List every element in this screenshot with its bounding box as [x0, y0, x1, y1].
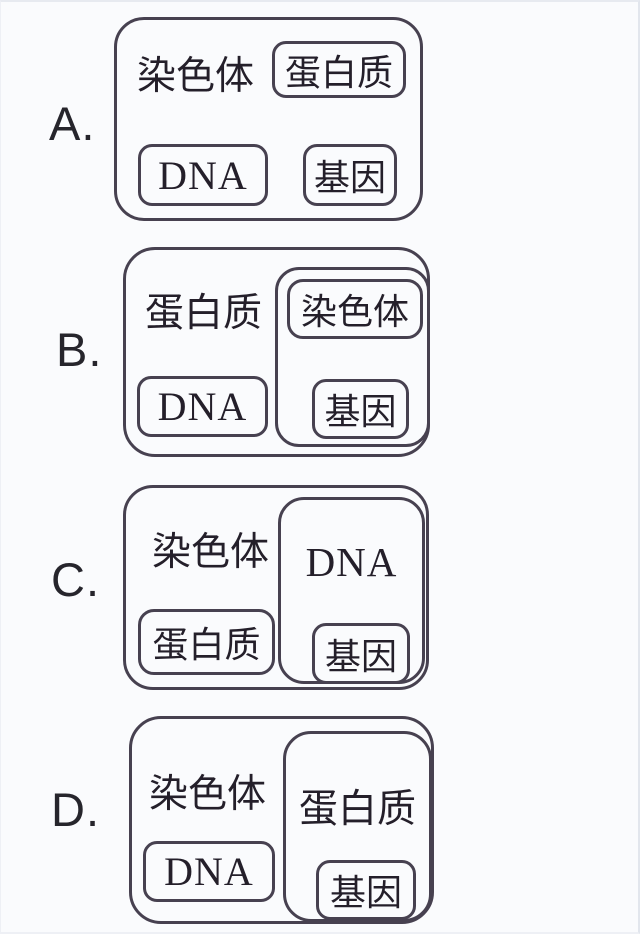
option-a-letter: A.	[49, 97, 96, 150]
option-c-chromosome-label: 染色体	[152, 531, 270, 574]
option-b-chromosome-box: 染色体	[287, 279, 423, 339]
option-b-inner-group: 染色体 基因	[275, 267, 430, 447]
option-b-outer-box: 蛋白质 DNA 染色体 基因	[123, 247, 430, 457]
option-b-protein-label: 蛋白质	[145, 292, 263, 335]
option-c-outer-box: 染色体 蛋白质 DNA 基因	[123, 485, 429, 690]
option-a-outer-box: 染色体 蛋白质 DNA 基因	[114, 17, 423, 221]
option-b-letter: B.	[56, 323, 103, 376]
option-c-gene-box: 基因	[312, 623, 410, 684]
option-d-gene-box: 基因	[316, 860, 416, 920]
option-c-inner-group: DNA 基因	[278, 497, 425, 684]
option-a-dna-box: DNA	[138, 144, 268, 206]
option-b-dna-box: DNA	[137, 376, 268, 437]
option-d-chromosome-label: 染色体	[149, 773, 267, 816]
option-d-protein-label: 蛋白质	[298, 788, 416, 831]
option-a-protein-box: 蛋白质	[272, 41, 406, 98]
option-c-dna-label: DNA	[305, 539, 398, 585]
option-d-dna-box: DNA	[143, 841, 275, 902]
option-d-outer-box: 染色体 DNA 蛋白质 基因	[129, 716, 434, 924]
option-c-protein-box: 蛋白质	[138, 609, 275, 675]
option-c-letter: C.	[51, 553, 100, 606]
option-a-gene-box: 基因	[303, 144, 397, 206]
option-b-gene-box: 基因	[312, 379, 409, 439]
option-a-chromosome-label: 染色体	[137, 55, 255, 98]
option-d-inner-group: 蛋白质 基因	[283, 731, 432, 922]
option-d-letter: D.	[51, 783, 100, 836]
